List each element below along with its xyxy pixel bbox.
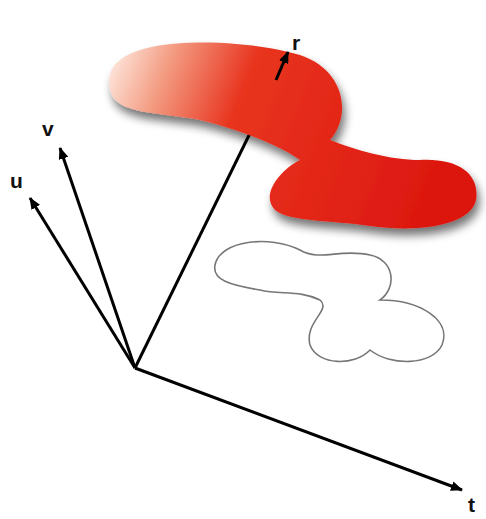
axis-label: t [468, 494, 475, 515]
v-axis [60, 148, 135, 368]
u-axis [30, 198, 135, 368]
projection-curve [215, 242, 444, 362]
axis-label: v [42, 118, 54, 139]
t-axis [135, 368, 462, 490]
r-vector-tip [276, 52, 288, 80]
axis-label: r [292, 32, 300, 53]
red-body [109, 43, 476, 229]
axis-label: u [10, 170, 23, 191]
